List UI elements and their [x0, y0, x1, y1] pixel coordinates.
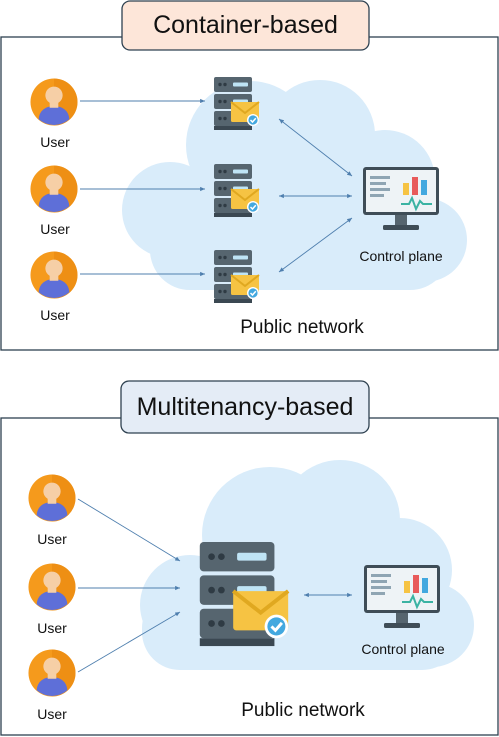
user-avatar-icon [30, 78, 78, 126]
arrow [278, 118, 353, 177]
user-avatar-icon [30, 165, 78, 213]
user-avatar-icon [30, 251, 78, 299]
multitenancy-title: Multitenancy-based [137, 393, 354, 421]
user-label: User [40, 134, 70, 150]
public-network-label: Public network [241, 700, 365, 721]
user-avatar-icon [28, 649, 76, 697]
user-avatar-icon [28, 474, 76, 522]
user-label: User [37, 531, 67, 547]
control-plane-label: Control plane [359, 248, 442, 264]
user-label: User [37, 620, 67, 636]
container-title: Container-based [153, 11, 338, 39]
container-title-box [121, 0, 370, 51]
arrow [278, 217, 353, 273]
arrow [77, 498, 181, 562]
multitenancy-title-box [120, 380, 370, 434]
user-label: User [37, 706, 67, 722]
control-plane-label: Control plane [361, 641, 444, 657]
user-label: User [40, 307, 70, 323]
arrow [77, 611, 181, 673]
container-based-panel: Container-based User User User Control p… [0, 0, 499, 351]
user-avatar-icon [28, 563, 76, 611]
public-network-label: Public network [240, 317, 364, 338]
multitenancy-based-panel: Multitenancy-based User User User Contro… [0, 380, 499, 736]
user-label: User [40, 221, 70, 237]
